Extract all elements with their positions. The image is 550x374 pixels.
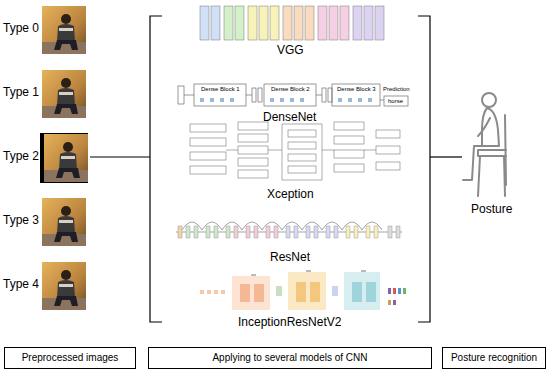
block-label: Prediction bbox=[383, 86, 410, 93]
type-label: Type 1 bbox=[3, 86, 39, 99]
model-name: DenseNet bbox=[263, 111, 316, 124]
type-label: Type 4 bbox=[3, 278, 39, 291]
stage-box: Applying to several models of CNN bbox=[148, 347, 432, 369]
model-name: VGG bbox=[277, 44, 304, 57]
model-name: ResNet bbox=[270, 251, 310, 264]
type-label: Type 3 bbox=[3, 214, 39, 227]
block-label: Dense Block 2 bbox=[271, 86, 310, 93]
block-label: Dense Block 1 bbox=[201, 86, 240, 93]
type-label: Type 0 bbox=[3, 22, 39, 35]
stage-text: Posture recognition bbox=[451, 352, 537, 364]
stage-text: Applying to several models of CNN bbox=[212, 352, 367, 364]
stage-text: Preprocessed images bbox=[22, 352, 119, 364]
output-label: Posture bbox=[471, 203, 512, 216]
block-label: Dense Block 3 bbox=[337, 86, 376, 93]
model-name: InceptionResNetV2 bbox=[238, 316, 341, 329]
model-name: Xception bbox=[267, 188, 314, 201]
stage-box: Preprocessed images bbox=[4, 347, 136, 369]
stage-box: Posture recognition bbox=[442, 347, 546, 369]
output-label: horse bbox=[388, 98, 403, 105]
type-label: Type 2 bbox=[3, 150, 39, 163]
